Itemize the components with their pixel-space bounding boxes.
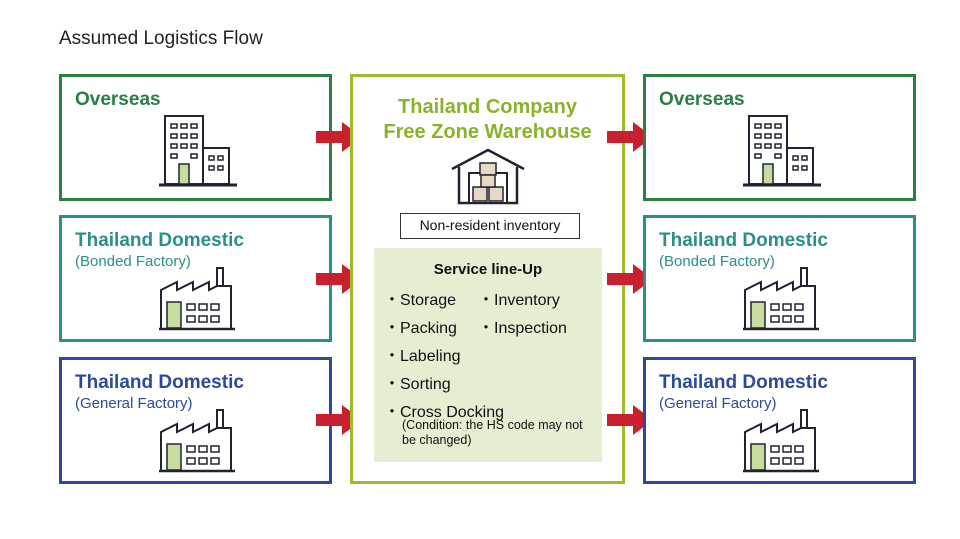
service-item-inventory: ・Inventory — [478, 292, 560, 309]
service-lineup-panel: Service line-Up ・Storage ・Inventory ・Pac… — [374, 248, 602, 462]
left-general-sub: (General Factory) — [75, 395, 193, 412]
service-lineup-heading: Service line-Up — [433, 261, 543, 278]
right-overseas-label: Overseas — [659, 89, 745, 110]
non-resident-inventory-label: Non-resident inventory — [400, 213, 580, 239]
hs-code-condition-note: (Condition: the HS code may not be chang… — [402, 418, 583, 447]
left-overseas-box: Overseas — [59, 74, 332, 201]
right-overseas-box: Overseas — [643, 74, 916, 201]
warehouse-title-line2: Free Zone Warehouse — [383, 121, 592, 143]
left-bonded-box: Thailand Domestic (Bonded Factory) — [59, 215, 332, 342]
left-bonded-sub: (Bonded Factory) — [75, 253, 191, 270]
right-general-box: Thailand Domestic (General Factory) — [643, 357, 916, 484]
warehouse-icon — [451, 148, 525, 205]
left-general-box: Thailand Domestic (General Factory) — [59, 357, 332, 484]
left-general-label: Thailand Domestic — [75, 372, 244, 393]
service-item-packing: ・Packing — [384, 320, 457, 337]
right-general-label: Thailand Domestic — [659, 372, 828, 393]
right-bonded-sub: (Bonded Factory) — [659, 253, 775, 270]
diagram-title: Assumed Logistics Flow — [59, 28, 263, 49]
factory-icon — [159, 267, 235, 331]
office-building-icon — [743, 115, 821, 187]
factory-icon — [159, 409, 235, 473]
factory-icon — [743, 409, 819, 473]
warehouse-title-line1: Thailand Company — [398, 96, 577, 118]
service-item-labeling: ・Labeling — [384, 348, 461, 365]
office-building-icon — [159, 115, 237, 187]
right-bonded-box: Thailand Domestic (Bonded Factory) — [643, 215, 916, 342]
right-bonded-label: Thailand Domestic — [659, 230, 828, 251]
service-item-storage: ・Storage — [384, 292, 457, 309]
arrow-right-overseas-icon — [607, 122, 653, 152]
free-zone-warehouse-box: Thailand Company Free Zone Warehouse Non… — [350, 74, 625, 484]
arrow-right-bonded-icon — [607, 264, 653, 294]
service-item-cross-docking: ・Cross Docking — [384, 404, 505, 421]
service-item-sorting: ・Sorting — [384, 376, 451, 393]
factory-icon — [743, 267, 819, 331]
right-general-sub: (General Factory) — [659, 395, 777, 412]
arrow-right-general-icon — [607, 405, 653, 435]
left-overseas-label: Overseas — [75, 89, 161, 110]
left-bonded-label: Thailand Domestic — [75, 230, 244, 251]
service-item-inspection: ・Inspection — [478, 320, 567, 337]
